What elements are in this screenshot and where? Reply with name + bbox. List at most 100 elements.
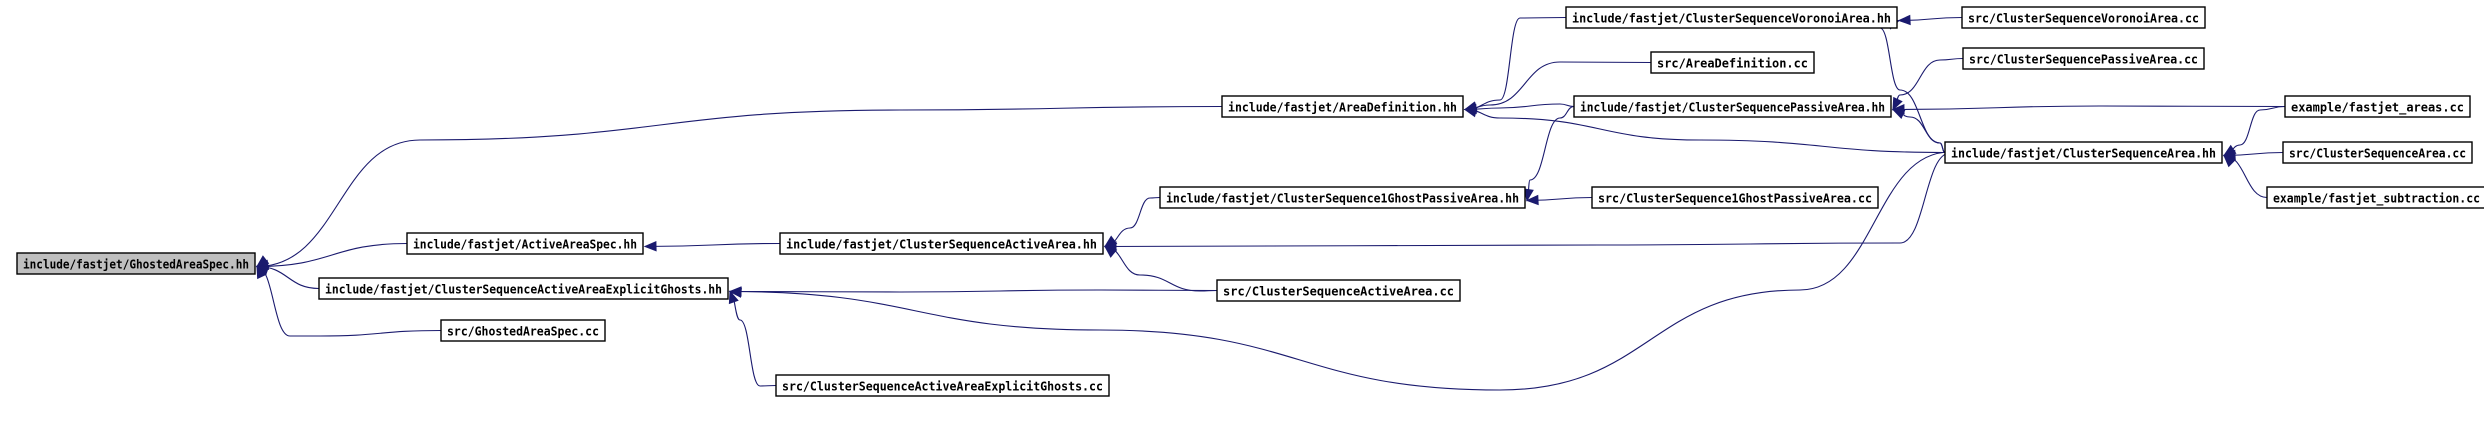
node-label: include/fastjet/ActiveAreaSpec.hh	[413, 238, 637, 252]
node-box	[318, 277, 729, 300]
edge-fj_areas_cc-to-csa_hh	[2222, 105, 2286, 157]
edge-csaa_hh-to-activespec_hh	[643, 241, 781, 252]
node-csva_cc[interactable]: src/ClusterSequenceVoronoiArea.cc	[1961, 6, 2206, 29]
node-areadef_cc[interactable]: src/AreaDefinition.cc	[1650, 51, 1815, 74]
node-cs1g_cc[interactable]: src/ClusterSequence1GhostPassiveArea.cc	[1591, 186, 1879, 209]
node-group: example/fastjet_areas.cc	[2284, 95, 2471, 118]
arrowhead-icon	[1103, 241, 1117, 252]
node-label: include/fastjet/GhostedAreaSpec.hh	[23, 258, 249, 272]
node-box	[2266, 186, 2484, 209]
node-cspa_cc[interactable]: src/ClusterSequencePassiveArea.cc	[1962, 47, 2205, 70]
edge-line	[1879, 19, 1946, 154]
node-cs1g_hh[interactable]: include/fastjet/ClusterSequence1GhostPas…	[1159, 186, 1526, 209]
edge-line	[2223, 154, 2268, 199]
node-box	[1944, 141, 2223, 164]
node-group: src/GhostedAreaSpec.cc	[440, 319, 606, 342]
node-label: src/GhostedAreaSpec.cc	[447, 325, 599, 339]
node-box	[2282, 141, 2473, 164]
edge-csva_hh-to-areadef_hh	[1463, 16, 1567, 112]
node-fj_areas_cc[interactable]: example/fastjet_areas.cc	[2284, 95, 2471, 118]
edge-csaa_cc-to-csaa_hh	[1103, 245, 1218, 292]
edge-line	[1464, 61, 1652, 111]
edge-fj_areas_cc-to-cspa_hh	[1891, 104, 2286, 115]
edge-csaaeg_cc-to-csaaeg_hh	[728, 290, 777, 387]
arrowhead-icon	[256, 265, 267, 280]
edge-line	[1464, 108, 1946, 154]
node-csaa_hh[interactable]: include/fastjet/ClusterSequenceActiveAre…	[779, 232, 1104, 255]
node-label: include/fastjet/ClusterSequenceActiveAre…	[325, 283, 722, 297]
edge-csva_cc-to-csva_hh	[1897, 14, 1963, 26]
node-group: include/fastjet/ClusterSequence1GhostPas…	[1159, 186, 1526, 209]
edge-areadef_hh-to-ghosted_hh	[255, 105, 1223, 268]
node-csa_hh[interactable]: include/fastjet/ClusterSequenceArea.hh	[1944, 141, 2223, 164]
node-box	[440, 319, 606, 342]
node-fj_sub_cc[interactable]: example/fastjet_subtraction.cc	[2266, 186, 2484, 209]
arrowhead-icon	[1525, 194, 1539, 206]
node-csva_hh[interactable]: include/fastjet/ClusterSequenceVoronoiAr…	[1565, 6, 1898, 29]
nodes-layer: include/fastjet/GhostedAreaSpec.hh includ…	[16, 6, 2484, 397]
node-group: example/fastjet_subtraction.cc	[2266, 186, 2484, 209]
node-label: src/ClusterSequenceVoronoiArea.cc	[1968, 12, 2199, 26]
node-activespec_hh[interactable]: include/fastjet/ActiveAreaSpec.hh	[406, 232, 644, 255]
edge-csaa_cc-to-csaaeg_hh	[728, 286, 1218, 297]
node-areadef_hh[interactable]: include/fastjet/AreaDefinition.hh	[1221, 95, 1464, 118]
edge-cs1g_cc-to-cs1g_hh	[1525, 194, 1593, 206]
node-box	[406, 232, 644, 255]
node-label: src/ClusterSequencePassiveArea.cc	[1969, 53, 2198, 67]
node-label: include/fastjet/ClusterSequenceActiveAre…	[786, 238, 1097, 252]
edge-csa_hh-to-csaaeg_hh	[728, 151, 1951, 391]
node-group: src/ClusterSequenceActiveArea.cc	[1216, 279, 1461, 302]
node-label: include/fastjet/AreaDefinition.hh	[1228, 101, 1457, 115]
node-csaaeg_cc[interactable]: src/ClusterSequenceActiveAreaExplicitGho…	[775, 374, 1110, 397]
edge-activespec_hh-to-ghosted_hh	[255, 242, 408, 270]
edge-line	[729, 290, 777, 387]
node-box	[779, 232, 1104, 255]
node-ghosted_cc[interactable]: src/GhostedAreaSpec.cc	[440, 319, 606, 342]
edge-line	[1104, 196, 1161, 248]
node-group: src/ClusterSequenceActiveAreaExplicitGho…	[775, 374, 1110, 397]
node-csaa_cc[interactable]: src/ClusterSequenceActiveArea.cc	[1216, 279, 1461, 302]
arrowhead-icon	[255, 255, 270, 268]
node-group: include/fastjet/ActiveAreaSpec.hh	[406, 232, 644, 255]
node-csa_cc[interactable]: src/ClusterSequenceArea.cc	[2282, 141, 2473, 164]
edges-layer	[255, 14, 2286, 391]
node-label: example/fastjet_subtraction.cc	[2273, 192, 2480, 207]
edge-line	[1892, 105, 2286, 111]
arrowhead-icon	[2223, 154, 2236, 168]
node-box	[775, 374, 1110, 397]
node-box	[1159, 186, 1526, 209]
node-group: include/fastjet/ClusterSequenceArea.hh	[1944, 141, 2223, 164]
arrowhead-icon	[643, 241, 657, 252]
node-csaaeg_hh[interactable]: include/fastjet/ClusterSequenceActiveAre…	[318, 277, 729, 300]
node-ghosted_hh: include/fastjet/GhostedAreaSpec.hh	[16, 252, 256, 275]
edge-line	[729, 151, 1951, 391]
edge-ghosted_cc-to-ghosted_hh	[256, 265, 442, 337]
node-group: include/fastjet/GhostedAreaSpec.hh	[16, 252, 256, 275]
node-label: src/ClusterSequenceArea.cc	[2289, 147, 2466, 161]
edge-line	[256, 105, 1223, 268]
edge-line	[256, 265, 442, 337]
node-group: src/ClusterSequenceArea.cc	[2282, 141, 2473, 164]
node-group: include/fastjet/ClusterSequenceActiveAre…	[779, 232, 1104, 255]
node-box	[1962, 47, 2205, 70]
edge-fj_sub_cc-to-csa_hh	[2223, 154, 2268, 199]
arrowhead-icon	[728, 287, 742, 298]
arrowhead-icon	[1463, 107, 1478, 118]
node-group: src/ClusterSequenceVoronoiArea.cc	[1961, 6, 2206, 29]
node-group: include/fastjet/ClusterSequenceActiveAre…	[318, 277, 729, 300]
node-box	[16, 252, 256, 275]
edge-cs1g_hh-to-csaa_hh	[1103, 196, 1161, 248]
node-group: src/ClusterSequencePassiveArea.cc	[1962, 47, 2205, 70]
node-label: src/ClusterSequence1GhostPassiveArea.cc	[1598, 192, 1872, 206]
edge-line	[256, 242, 408, 268]
node-label: include/fastjet/ClusterSequenceArea.hh	[1951, 147, 2216, 161]
node-box	[2284, 95, 2471, 118]
node-box	[1961, 6, 2206, 29]
node-cspa_hh[interactable]: include/fastjet/ClusterSequencePassiveAr…	[1573, 95, 1892, 118]
node-label: include/fastjet/ClusterSequencePassiveAr…	[1580, 101, 1885, 115]
edge-line	[1104, 245, 1218, 292]
node-label: include/fastjet/ClusterSequenceVoronoiAr…	[1572, 12, 1891, 26]
edge-line	[1526, 105, 1575, 202]
edge-line	[1892, 57, 1964, 111]
